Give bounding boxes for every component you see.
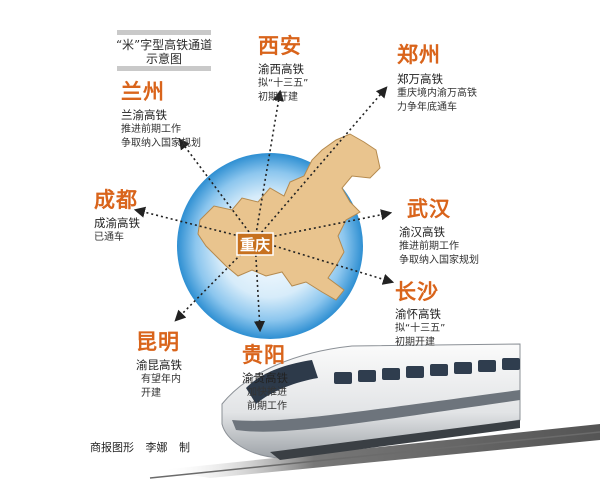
arrow-to-kunming (174, 239, 256, 322)
note-lanzhou-2: 争取纳入国家规划 (121, 138, 201, 149)
arrow-to-xian (254, 89, 285, 241)
city-wuhan: 武汉 (407, 196, 451, 221)
title-line-1: “米”字型高铁通道 (115, 38, 213, 52)
credit-line: 商报图形 李娜 制 (90, 439, 198, 455)
title-line-2: 示意图 (145, 52, 182, 66)
note-guiyang-1: 加快推进 (247, 387, 287, 398)
credit-author: 李娜 (145, 441, 168, 454)
hub-city-label: 重庆 (240, 236, 270, 254)
rail-lanzhou: 兰渝高铁 (121, 108, 167, 122)
arrow-group (133, 86, 395, 333)
train-windshield (246, 360, 318, 404)
city-chengdu: 成都 (94, 187, 138, 212)
credit-source: 商报图形 (90, 441, 134, 454)
train-windows (334, 358, 520, 384)
note-lanzhou-1: 推进前期工作 (121, 124, 181, 135)
title-bar-top (117, 30, 211, 35)
note-wuhan-2: 争取纳入国家规划 (399, 255, 479, 266)
credit-suffix: 制 (179, 441, 190, 454)
note-xian-2: 初期开建 (258, 92, 298, 103)
note-chengdu-1: 已通车 (94, 232, 124, 243)
rail-chengdu: 成渝高铁 (94, 216, 140, 230)
note-zhengzhou-2: 力争年底通车 (397, 102, 457, 113)
note-kunming-1: 有望年内 (141, 374, 181, 385)
note-wuhan-1: 推进前期工作 (399, 241, 459, 252)
train-bogie (270, 420, 520, 460)
city-kunming: 昆明 (136, 329, 180, 354)
note-changsha-2: 初期开建 (395, 337, 435, 348)
hub-marker-box (236, 232, 274, 256)
rail-changsha: 渝怀高铁 (395, 307, 441, 321)
city-guiyang: 贵阳 (242, 342, 286, 367)
city-lanzhou: 兰州 (121, 79, 165, 104)
rail-wuhan: 渝汉高铁 (399, 225, 445, 239)
title-bar-bottom (117, 66, 211, 71)
note-kunming-2: 开建 (141, 388, 161, 399)
note-zhengzhou-1: 重庆境内渝万高铁 (397, 88, 477, 99)
arrow-to-chengdu (133, 206, 256, 241)
train-illustration (221, 343, 521, 460)
rail-zhengzhou: 郑万高铁 (397, 72, 443, 86)
city-xian: 西安 (258, 33, 302, 58)
city-changsha: 长沙 (395, 279, 439, 304)
diagram-title: “米”字型高铁通道 示意图 (113, 30, 215, 74)
rail-guiyang: 渝贵高铁 (242, 371, 288, 385)
arrow-to-changsha (254, 239, 395, 285)
chongqing-map-shape (197, 133, 381, 301)
note-guiyang-2: 前期工作 (247, 401, 287, 412)
arrow-to-lanzhou (178, 138, 256, 241)
track-rail (149, 431, 600, 479)
note-changsha-1: 拟“十三五” (395, 323, 446, 334)
track-shadow (160, 424, 600, 478)
rail-xian: 渝西高铁 (258, 62, 304, 76)
city-zhengzhou: 郑州 (397, 42, 441, 67)
arrow-to-zhengzhou (254, 86, 388, 241)
note-xian-1: 拟“十三五” (258, 78, 309, 89)
rail-kunming: 渝昆高铁 (136, 358, 182, 372)
train-stripe (232, 390, 520, 432)
